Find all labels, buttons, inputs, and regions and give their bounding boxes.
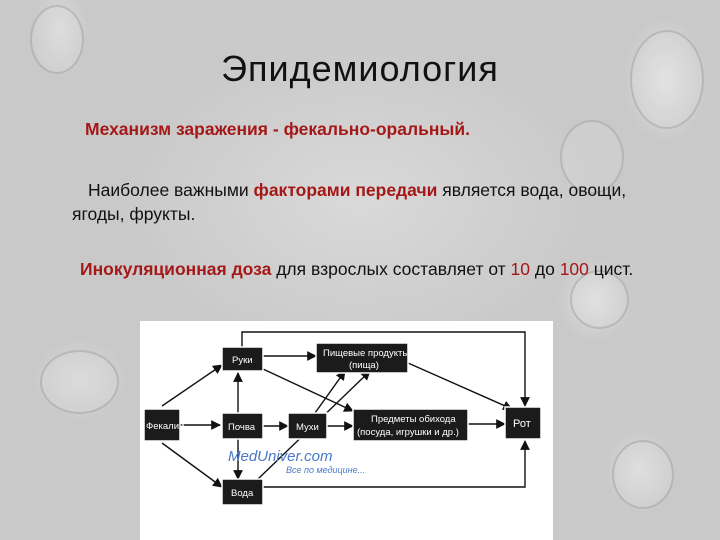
- dose-paragraph: Инокуляционная доза для взрослых составл…: [72, 257, 642, 281]
- node-feces: Фекалии: [143, 408, 184, 442]
- dose-number-min: 10: [510, 259, 531, 279]
- node-flies: Мухи: [287, 412, 328, 440]
- node-feces-label: Фекалии: [146, 421, 184, 432]
- node-flies-label: Мухи: [296, 422, 319, 433]
- slide-title: Эпидемиология: [221, 48, 499, 89]
- arrow-feces-water: [161, 442, 223, 488]
- cyst-shape: [40, 350, 119, 414]
- factors-text-end: является вода, овощи, ягоды, фрукты.: [72, 180, 627, 224]
- mechanism-text: Механизм заражения - фекально-оральный.: [85, 117, 685, 141]
- watermark-site: MedUniver.com: [228, 448, 332, 465]
- node-mouth-label: Рот: [513, 418, 531, 430]
- node-food-label-line1: Пищевые продукты: [323, 348, 409, 359]
- dose-highlight: Инокуляционная доза: [80, 259, 272, 279]
- dose-text-3: цист.: [588, 259, 634, 279]
- node-water-label: Вода: [231, 488, 254, 499]
- cyst-shape: [570, 270, 629, 329]
- watermark-tagline: Все по медицине...: [286, 465, 365, 475]
- arrow-hands-items: [262, 368, 354, 412]
- diagram-arrows: [161, 331, 530, 488]
- transmission-diagram: Фекалии Руки Почва Мухи Вода Пищевые про…: [140, 321, 553, 540]
- node-items-label-line1: Предметы обихода: [371, 414, 456, 425]
- node-items: Предметы обихода (посуда, игрушки и др.): [352, 408, 469, 442]
- node-mouth: Рот: [504, 406, 542, 440]
- arrow-hands-mouth: [241, 331, 530, 407]
- cyst-shape: [612, 440, 674, 509]
- cyst-shape: [30, 5, 84, 74]
- mechanism-label: Механизм заражения - фекально-оральный.: [85, 119, 470, 139]
- dose-text-1: для взрослых составляет от: [271, 259, 511, 279]
- arrow-flies-food: [314, 370, 346, 414]
- cyst-shape: [560, 120, 624, 194]
- factors-paragraph: Наиболее важными факторами передачи явля…: [72, 178, 642, 226]
- node-water: Вода: [221, 478, 264, 506]
- node-soil: Почва: [221, 412, 264, 440]
- arrow-food-mouth: [407, 362, 513, 410]
- arrow-water-mouth: [263, 440, 530, 488]
- node-hands: Руки: [221, 346, 264, 372]
- dose-number-max: 100: [559, 259, 589, 279]
- node-items-label-line2: (посуда, игрушки и др.): [357, 427, 459, 438]
- node-food-label-line2: (пища): [349, 360, 379, 371]
- node-food: Пищевые продукты (пища): [315, 342, 409, 374]
- arrow-feces-hands: [161, 364, 223, 407]
- node-hands-label: Руки: [232, 355, 253, 366]
- dose-text-2: до: [530, 259, 560, 279]
- factors-text-start: Наиболее важными: [88, 180, 254, 200]
- node-soil-label: Почва: [228, 422, 256, 433]
- factors-highlight: факторами передачи: [253, 180, 438, 200]
- cyst-shape: [630, 30, 704, 129]
